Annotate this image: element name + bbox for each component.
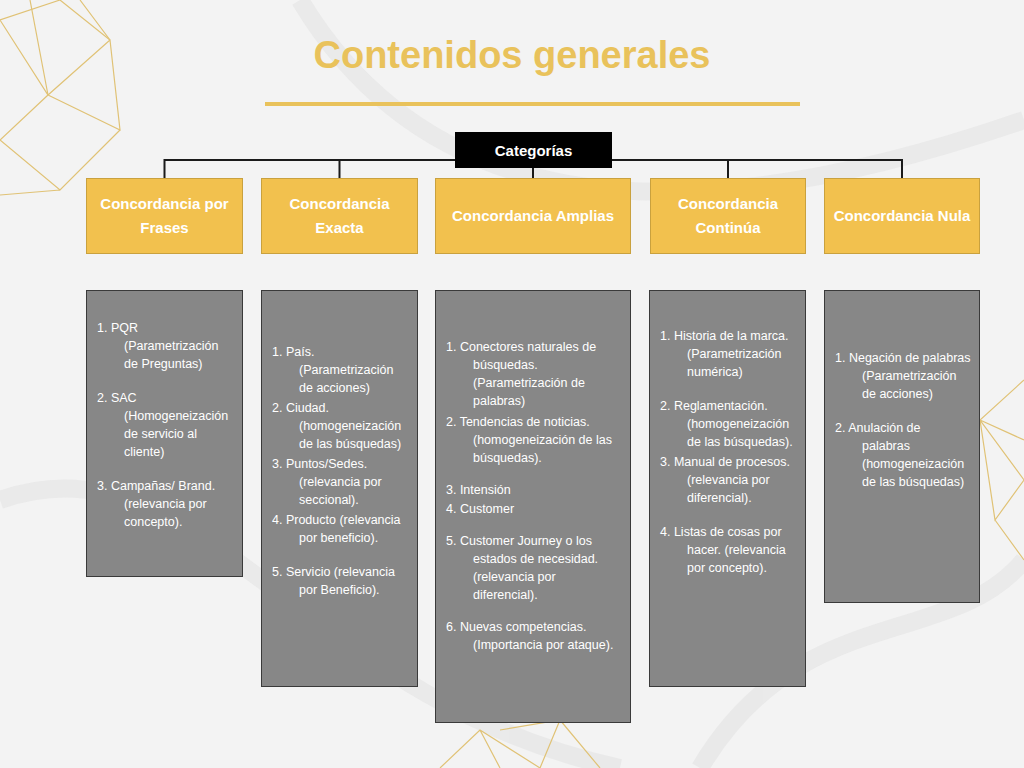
connector-line [532, 168, 534, 178]
list-item: 2. Ciudad. (homogeneización de las búsqu… [272, 399, 409, 453]
list-item: 2. Reglamentación. (homogeneización de l… [660, 397, 797, 451]
category-box: Concordancia por Frases [86, 178, 243, 254]
list-item: 2. Anulación de palabras (homogeneizació… [835, 419, 971, 491]
list-item: 1. Negación de palabras (Parametrización… [835, 349, 971, 403]
category-box: Concordancia Continúa [650, 178, 806, 254]
root-box: Categorías [455, 132, 612, 168]
box-label: Concordancia Exacta [270, 192, 409, 240]
list-item: 4. Customer [446, 500, 622, 518]
list-item: 6. Nuevas competencias. (Importancia por… [446, 618, 622, 654]
box-label: Concordancia Continúa [659, 192, 797, 240]
box-label: Categorías [495, 142, 573, 159]
connector-line [612, 160, 902, 178]
content-box: 1. Conectores naturales de búsquedas. (P… [435, 290, 631, 723]
list-item: 4. Producto (relevancia por beneficio). [272, 511, 409, 547]
content-box: 1. PQR (Parametrización de Preguntas) 2. … [86, 290, 243, 577]
content-box: 1. Negación de palabras (Parametrización… [824, 290, 980, 603]
list-item: 1. Conectores naturales de búsquedas. (P… [446, 338, 622, 410]
list-item: 5. Servicio (relevancia por Beneficio). [272, 563, 409, 599]
list-item: 4. Listas de cosas por hacer. (relevanci… [660, 523, 797, 577]
box-label: Concordancia Nula [834, 204, 971, 228]
list-item: 3. Campañas/ Brand. (relevancia por conc… [97, 477, 234, 531]
list-item: 2. Tendencias de noticias. (homogeneizac… [446, 413, 622, 467]
page-title: Contenidos generales [0, 34, 1024, 77]
content-box: 1. País. (Parametrización de acciones)2.… [261, 290, 418, 687]
content-box: 1. Historia de la marca. (Parametrizació… [649, 290, 806, 687]
box-label: Concordancia por Frases [95, 192, 234, 240]
title-underline [265, 102, 800, 106]
list-item: 5. Customer Journey o los estados de nec… [446, 532, 622, 604]
connector-line [340, 160, 456, 178]
list-item: 3. Puntos/Sedes. (relevancia por seccion… [272, 455, 409, 509]
list-item: 1. Historia de la marca. (Parametrizació… [660, 327, 797, 381]
box-label: Concordancia Amplias [452, 204, 614, 228]
list-item: 3. Intensión [446, 481, 622, 499]
list-item: 2. SAC (Homogeneización de servicio al c… [97, 389, 234, 461]
connector-line [165, 160, 456, 178]
list-item: 1. PQR (Parametrización de Preguntas) [97, 319, 234, 373]
category-box: Concordancia Amplias [435, 178, 631, 254]
category-box: Concordancia Nula [824, 178, 980, 254]
list-item: 3. Manual de procesos. (relevancia por d… [660, 453, 797, 507]
list-item: 1. País. (Parametrización de acciones) [272, 343, 409, 397]
connector-line [612, 160, 728, 178]
category-box: Concordancia Exacta [261, 178, 418, 254]
